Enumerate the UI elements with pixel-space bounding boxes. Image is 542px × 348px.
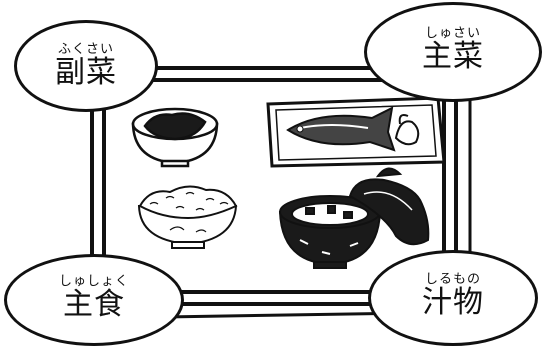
side-dish-reading: ふくさい xyxy=(57,42,114,57)
main-dish-fish xyxy=(266,96,446,168)
soup-label: 汁物 xyxy=(422,285,484,320)
main-dish-label-bubble: しゅさい 主菜 xyxy=(364,2,542,102)
side-dish-label-bubble: ふくさい 副菜 xyxy=(14,20,158,112)
soup-reading: しるもの xyxy=(424,272,481,287)
soup-bowl xyxy=(278,167,430,269)
side-dish-label: 副菜 xyxy=(55,55,117,90)
side-dish-bowl xyxy=(131,107,219,168)
staple-food-label-bubble: しゅしょく 主食 xyxy=(4,254,184,346)
rice-bowl xyxy=(137,185,238,249)
staple-food-label: 主食 xyxy=(63,287,125,322)
staple-food-reading: しゅしょく xyxy=(58,274,129,289)
main-dish-reading: しゅさい xyxy=(424,26,481,41)
main-dish-label: 主菜 xyxy=(422,39,484,74)
soup-label-bubble: しるもの 汁物 xyxy=(368,250,538,346)
